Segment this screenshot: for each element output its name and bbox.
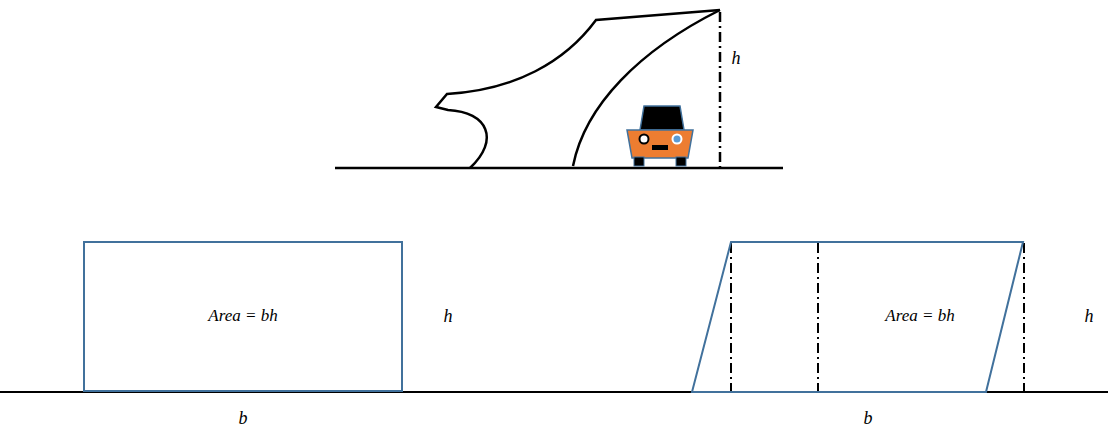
car-icon bbox=[627, 106, 693, 166]
parallelogram-shape: Area = bh bbox=[692, 241, 1024, 392]
height-guides bbox=[731, 243, 1024, 392]
height-line bbox=[719, 12, 722, 168]
shape-outline bbox=[692, 241, 1024, 392]
dimension-label: h bbox=[443, 306, 454, 327]
ground-line bbox=[335, 167, 783, 170]
dimension-label: h bbox=[1084, 306, 1095, 327]
dimension-label: b bbox=[863, 408, 874, 429]
dimension-label: h bbox=[731, 48, 742, 69]
area-formula: Area = bh bbox=[883, 306, 956, 326]
rectangle-shape: Area = bh bbox=[83, 241, 403, 392]
area-formula: Area = bh bbox=[206, 306, 279, 326]
sculpture-arch bbox=[573, 10, 720, 166]
sculpture-outline bbox=[436, 10, 720, 168]
dimension-label: b bbox=[238, 408, 249, 429]
